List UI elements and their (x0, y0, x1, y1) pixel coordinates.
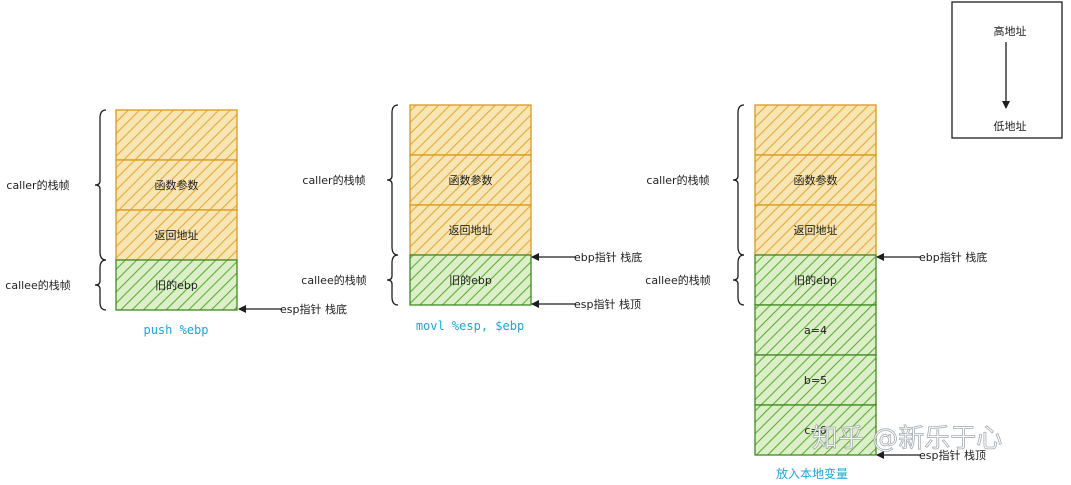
frame-bracket (386, 104, 399, 256)
legend-low-address: 低地址 (994, 119, 1027, 133)
stack-cell (754, 154, 877, 206)
frame-bracket-label: callee的栈帧 (301, 273, 366, 287)
stack-cell (754, 354, 877, 406)
pointer-label: esp指针 栈顶 (919, 448, 986, 462)
stack-cell (115, 159, 238, 211)
stack-cell-label: 旧的ebp (449, 273, 492, 287)
pointer-label: esp指针 栈顶 (574, 297, 641, 311)
stack-cell-label: 函数参数 (155, 178, 199, 192)
stack-cell (115, 209, 238, 261)
frame-bracket (386, 254, 399, 306)
legend-high-address: 高地址 (994, 24, 1027, 38)
stack-cell (409, 104, 532, 156)
stack-cell (754, 304, 877, 356)
frame-bracket (94, 259, 107, 311)
stack-cell (409, 204, 532, 256)
stack-cell-label: 返回地址 (794, 223, 838, 237)
panel-caption: movl %esp, $ebp (416, 319, 524, 333)
pointer-label: esp指针 栈底 (280, 302, 347, 316)
stack-cell (115, 109, 238, 161)
stack-cell-label: 函数参数 (449, 173, 493, 187)
stack-cell (754, 404, 877, 456)
stack-cell (754, 254, 877, 306)
panel-caption: push %ebp (143, 323, 208, 337)
stack-cell (409, 154, 532, 206)
stack-cell (754, 204, 877, 256)
stack-cell-label: 旧的ebp (155, 278, 198, 292)
frame-bracket (732, 254, 745, 306)
stack-cell (754, 104, 877, 156)
stack-cell-label: 函数参数 (794, 173, 838, 187)
frame-bracket-label: callee的栈帧 (645, 273, 710, 287)
frame-bracket (732, 104, 745, 256)
frame-bracket-label: caller的栈帧 (646, 173, 709, 187)
panel-caption: 放入本地变量 (776, 466, 848, 481)
address-legend: 高地址 低地址 (951, 1, 1063, 139)
stack-cell (115, 259, 238, 311)
stack-cell-label: 旧的ebp (794, 273, 837, 287)
pointer-label: ebp指针 栈底 (919, 250, 987, 264)
frame-bracket (94, 109, 107, 261)
stack-cell-label: 返回地址 (449, 223, 493, 237)
stack-cell-label: a=4 (804, 324, 827, 337)
stack-cell-label: 返回地址 (155, 228, 199, 242)
stack-cell-label: c=6 (804, 424, 826, 437)
pointer-label: ebp指针 栈底 (574, 250, 642, 264)
legend-box (951, 1, 1063, 139)
frame-bracket-label: caller的栈帧 (302, 173, 365, 187)
frame-bracket-label: callee的栈帧 (5, 278, 70, 292)
frame-bracket-label: caller的栈帧 (6, 178, 69, 192)
stack-cell (409, 254, 532, 306)
watermark: 知乎 @新乐于心 (812, 424, 1002, 454)
stack-cell-label: b=5 (804, 374, 827, 387)
